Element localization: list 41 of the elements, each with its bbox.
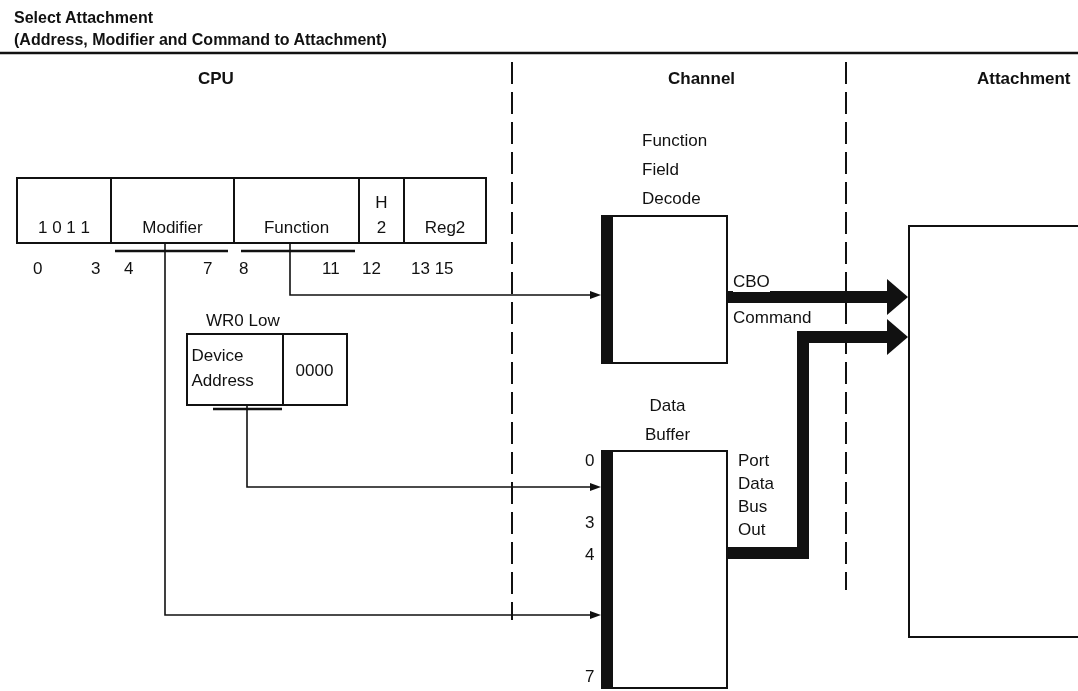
field-label: H 2 xyxy=(375,192,388,239)
field-label: Function xyxy=(262,217,331,239)
bit-number: 7 xyxy=(585,667,595,687)
bit-number: 11 xyxy=(322,259,340,279)
column-header: Attachment xyxy=(977,69,1071,89)
register-field xyxy=(110,177,235,244)
arrow xyxy=(289,243,601,299)
arrow xyxy=(164,243,601,619)
bit-number: 0 xyxy=(33,259,43,279)
box-heading: WR0 Low xyxy=(206,310,280,332)
register-field xyxy=(16,177,112,244)
bit-number: 8 xyxy=(239,259,249,279)
box-heading: Data Buffer xyxy=(645,395,691,446)
edge-label: CBO xyxy=(733,272,770,292)
register-field xyxy=(403,177,487,244)
arrow xyxy=(246,405,601,491)
signal-name: Command xyxy=(733,308,812,328)
column-header: Channel xyxy=(668,69,736,89)
bit-number: 0 xyxy=(585,451,595,471)
edge-label: Port Data Bus Out xyxy=(738,450,774,541)
subtitle: (Address, Modifier and Command to Attachment) xyxy=(14,30,387,50)
diagram-title: Select Attachment xyxy=(14,8,154,28)
field-label: Reg2 xyxy=(423,217,467,239)
bit-number: 4 xyxy=(124,259,134,279)
column-header: CPU xyxy=(198,69,234,89)
box-heading: Function Field Decode xyxy=(642,130,708,210)
register-field xyxy=(233,177,360,244)
field-label: 1 0 1 1 xyxy=(37,217,91,239)
bit-number: 3 xyxy=(91,259,101,279)
bit-number: 3 xyxy=(585,513,595,533)
field-label: 0000 xyxy=(294,359,335,382)
bus-arrow xyxy=(728,279,908,315)
bus-arrow xyxy=(728,319,908,559)
bit-number: 7 xyxy=(203,259,213,279)
field-label: Modifier xyxy=(141,217,204,239)
attachment-block xyxy=(908,225,1078,638)
bit-number: 4 xyxy=(585,545,595,565)
bit-number: 12 xyxy=(362,259,381,279)
register-field xyxy=(358,177,405,244)
field-label: Device Address xyxy=(191,344,254,392)
bit-number: 13 15 xyxy=(411,259,454,279)
